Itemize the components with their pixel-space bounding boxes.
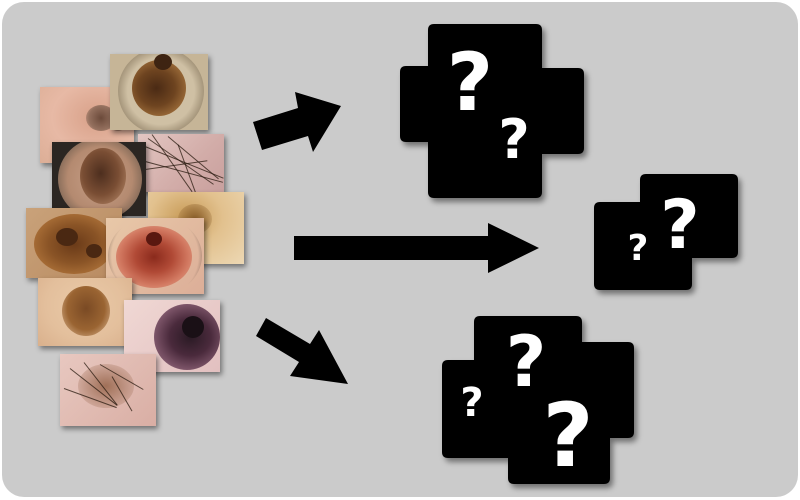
lesion-image-2 <box>110 54 208 130</box>
question-mark: ? <box>498 108 529 171</box>
question-mark: ? <box>506 321 547 403</box>
question-mark: ? <box>460 380 483 426</box>
lesion-image-10 <box>60 354 156 426</box>
question-mark: ? <box>542 384 593 487</box>
lesion-image-4 <box>52 142 146 216</box>
arrow-right <box>294 223 539 273</box>
question-mark: ? <box>628 228 649 269</box>
lesion-image-3 <box>138 134 224 192</box>
unknown-output-block-middle <box>594 174 738 290</box>
question-mark: ? <box>447 36 493 129</box>
lesion-image-8 <box>38 278 132 346</box>
arrow-down-right <box>256 318 348 384</box>
unknown-output-block-top <box>400 24 584 198</box>
question-mark: ? <box>660 186 699 265</box>
unknown-output-block-bottom <box>442 316 634 484</box>
arrow-up-right <box>253 92 341 152</box>
